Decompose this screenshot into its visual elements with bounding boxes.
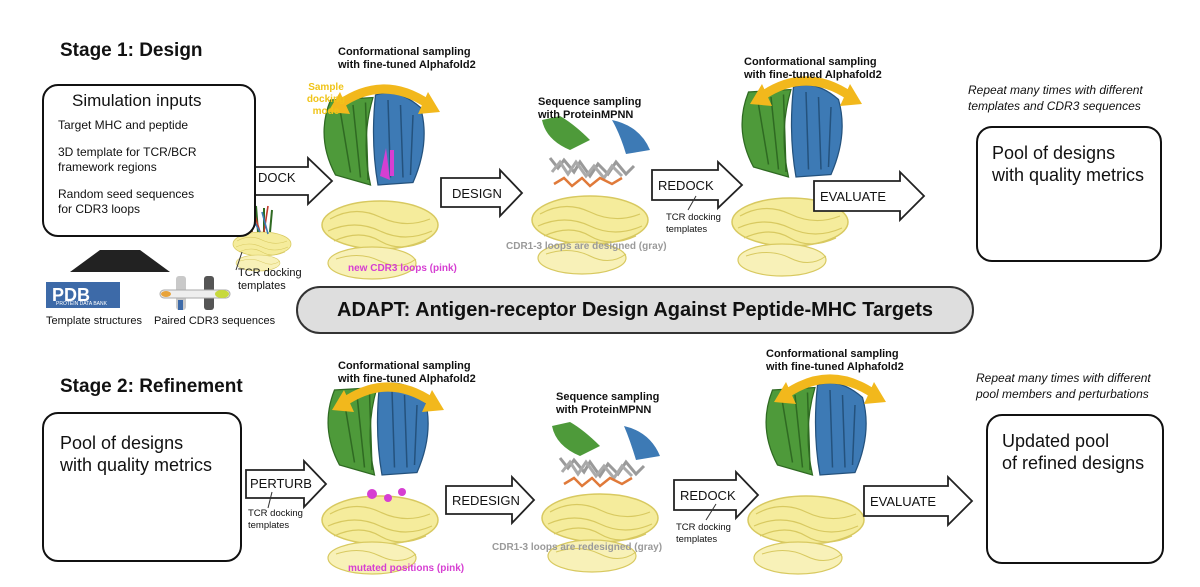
new-cdr3-loops-label: new CDR3 loops (pink): [348, 263, 457, 274]
stage2-sequence-header-2: with ProteinMPNN: [556, 404, 652, 416]
updated-pool-line2: of refined designs: [1002, 453, 1145, 473]
redock-templates-2-line2: templates: [676, 534, 718, 545]
stage1-sequence-header-2: with ProteinMPNN: [538, 109, 634, 121]
arrow-dock-shape: [245, 155, 334, 207]
adapt-banner: ADAPT: Antigen-receptor Design Against P…: [296, 286, 974, 334]
stage2-redock-header-2: with fine-tuned Alphafold2: [766, 361, 904, 373]
arrow-evaluate-shape: [813, 169, 926, 223]
redock-templates-1-line1: TCR docking: [666, 212, 721, 223]
stage1-conformational-header-2: with fine-tuned Alphafold2: [338, 59, 476, 71]
arrow-redesign-shape: [445, 474, 536, 526]
pool-box-stage2-input: Pool of designs with quality metrics: [42, 412, 242, 562]
arrow-redock2-label: REDOCK: [680, 488, 736, 503]
sample-docking-mode-label: Sample docking mode: [306, 82, 346, 117]
pool-box-stage2-line1: Pool of designs: [60, 433, 184, 453]
pdb-logo-text: PDB: [52, 285, 91, 305]
paired-cdr3-icon: [159, 276, 231, 310]
stage2-sequence-header-1: Sequence sampling: [556, 391, 660, 403]
docking-structure-stage1: [321, 89, 440, 280]
arrow-redock-label: REDOCK: [658, 178, 714, 193]
perturb-templates-line2: templates: [248, 520, 290, 531]
arrow-redesign-label: REDESIGN: [452, 493, 520, 508]
inputs-box-title: Simulation inputs: [72, 91, 202, 110]
redock-templates-2-line1: TCR docking: [676, 522, 731, 533]
loops-designed-label: CDR1-3 loops are designed (gray): [506, 241, 667, 252]
redock-structure-stage2: [747, 379, 886, 575]
arrow-dock-label: DOCK: [258, 170, 296, 185]
arrow-evaluate2-shape: [863, 474, 974, 528]
redock-templates-1-line2: templates: [666, 224, 708, 235]
stage2-conformational-header-1: Conformational sampling: [338, 360, 471, 372]
stage2-repeat-note-1: Repeat many times with different: [976, 371, 1151, 385]
adapt-banner-text: ADAPT: Antigen-receptor Design Against P…: [337, 298, 933, 321]
updated-pool-line1: Updated pool: [1002, 431, 1110, 451]
arrow-design-label: DESIGN: [452, 186, 502, 201]
sequence-structure-stage2: [541, 422, 660, 573]
stage1-repeat-note-2: templates and CDR3 sequences: [968, 99, 1141, 113]
redock-structure-stage1: [731, 81, 862, 277]
arrow-perturb-label: PERTURB: [250, 476, 312, 491]
loops-redesigned-label: CDR1-3 loops are redesigned (gray): [492, 542, 663, 553]
pdb-logo: [46, 282, 120, 308]
inputs-line-5: for CDR3 loops: [58, 202, 141, 216]
arrow-redock-shape: [651, 159, 744, 211]
docking-templates-1-line1: TCR docking: [238, 267, 302, 279]
arrow-evaluate2-label: EVALUATE: [870, 494, 936, 509]
pool-box-stage1-line1: Pool of designs: [992, 143, 1116, 163]
paired-cdr3-label: Paired CDR3 sequences: [154, 315, 276, 327]
pool-box-stage1: Pool of designs with quality metrics: [976, 126, 1162, 262]
stage2-title: Stage 2: Refinement: [60, 376, 243, 397]
sequence-structure-stage1: [531, 116, 650, 275]
stage1-repeat-note-1: Repeat many times with different: [968, 83, 1143, 97]
simulation-inputs-box: Simulation inputs Target MHC and peptide…: [42, 84, 256, 237]
stage2-repeat-note-2: pool members and perturbations: [976, 387, 1149, 401]
perturb-templates-line1: TCR docking: [248, 508, 303, 519]
pool-box-stage2-line2: with quality metrics: [60, 455, 213, 475]
mutated-positions-label: mutated positions (pink): [348, 563, 465, 574]
inputs-line-3: framework regions: [58, 160, 157, 174]
inputs-line-4: Random seed sequences: [58, 187, 195, 201]
inputs-line-1: Target MHC and peptide: [58, 118, 189, 132]
pdb-logo-subtext: PROTEIN DATA BANK: [56, 301, 107, 307]
stage1-sequence-header-1: Sequence sampling: [538, 96, 642, 108]
stage2-redock-header-1: Conformational sampling: [766, 348, 899, 360]
docking-templates-1-line2: templates: [238, 280, 286, 292]
stage1-redock-header-1: Conformational sampling: [744, 56, 877, 68]
stage1-title: Stage 1: Design: [60, 40, 203, 61]
arrow-perturb-shape: [245, 458, 328, 510]
stage2-conformational-header-2: with fine-tuned Alphafold2: [338, 373, 476, 385]
updated-pool-box: Updated pool of refined designs: [986, 414, 1164, 564]
template-structures-label: Template structures: [46, 315, 142, 327]
arrow-redock2-shape: [673, 469, 760, 521]
input-arrow-shape: [70, 250, 170, 272]
arrow-evaluate-label: EVALUATE: [820, 189, 886, 204]
pool-box-stage1-line2: with quality metrics: [992, 165, 1145, 185]
inputs-line-2: 3D template for TCR/BCR: [58, 145, 197, 159]
arrow-design-shape: [440, 167, 524, 219]
stage1-redock-header-2: with fine-tuned Alphafold2: [744, 69, 882, 81]
stage1-conformational-header-1: Conformational sampling: [338, 46, 471, 58]
perturb-structure-stage2: [321, 382, 444, 575]
